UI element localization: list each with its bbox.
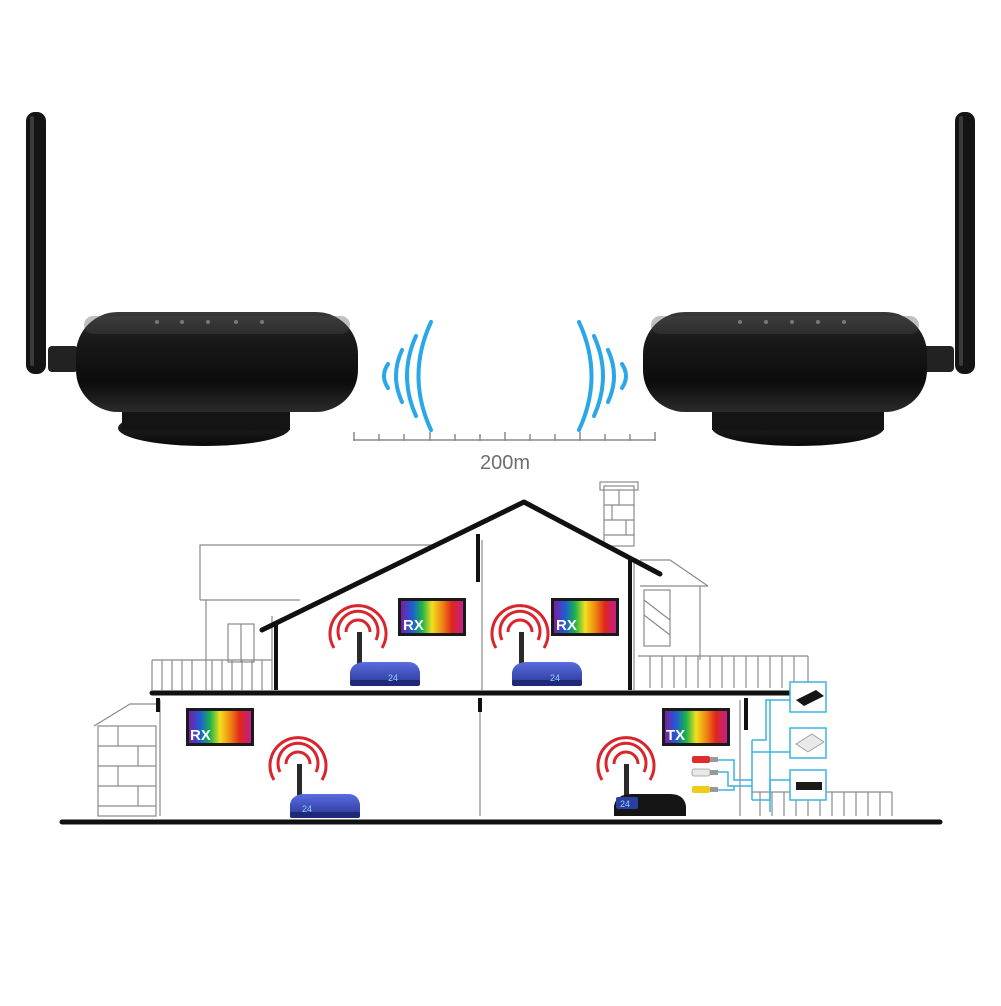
source-box-bottom-icon xyxy=(789,769,827,801)
signal-red-lower-right-icon xyxy=(596,736,656,781)
tv-screen-lower-right: TX xyxy=(662,708,730,746)
signal-red-upper-left-icon xyxy=(328,604,388,649)
receiver-device-upper-right: 24 xyxy=(512,632,582,686)
tv-screen-lower-left: RX xyxy=(186,708,254,746)
receiver-device-upper-left: 24 xyxy=(350,632,420,686)
range-label: 200m xyxy=(479,452,531,474)
antenna-left-icon xyxy=(26,112,78,374)
receiver-device-lower-left: 24 xyxy=(290,764,360,818)
channel-display: 24 xyxy=(388,673,398,683)
tv-screen-upper-left: RX xyxy=(398,598,466,636)
signal-red-upper-right-icon xyxy=(490,604,550,649)
av-cable-icon xyxy=(691,699,790,812)
channel-display: 24 xyxy=(620,799,630,809)
transmitter-device-lower-right: 24 xyxy=(614,764,686,816)
rx-label: RX xyxy=(190,727,211,744)
rx-label: RX xyxy=(556,617,577,634)
antenna-right-icon xyxy=(922,112,975,374)
channel-display: 24 xyxy=(550,673,560,683)
house-cross-section-icon xyxy=(59,481,943,825)
channel-display: 24 xyxy=(302,804,312,814)
tx-label: TX xyxy=(666,727,685,744)
source-box-top-icon xyxy=(789,681,827,713)
receiver-unit-right xyxy=(643,112,975,446)
source-box-middle-icon xyxy=(789,727,827,759)
transmitter-unit-left xyxy=(26,112,358,446)
rx-label: RX xyxy=(403,617,424,634)
tv-screen-upper-right: RX xyxy=(551,598,619,636)
range-ruler xyxy=(353,432,656,441)
wifi-waves-right-icon xyxy=(577,320,628,432)
wifi-waves-left-icon xyxy=(382,320,433,432)
signal-red-lower-left-icon xyxy=(268,736,328,781)
